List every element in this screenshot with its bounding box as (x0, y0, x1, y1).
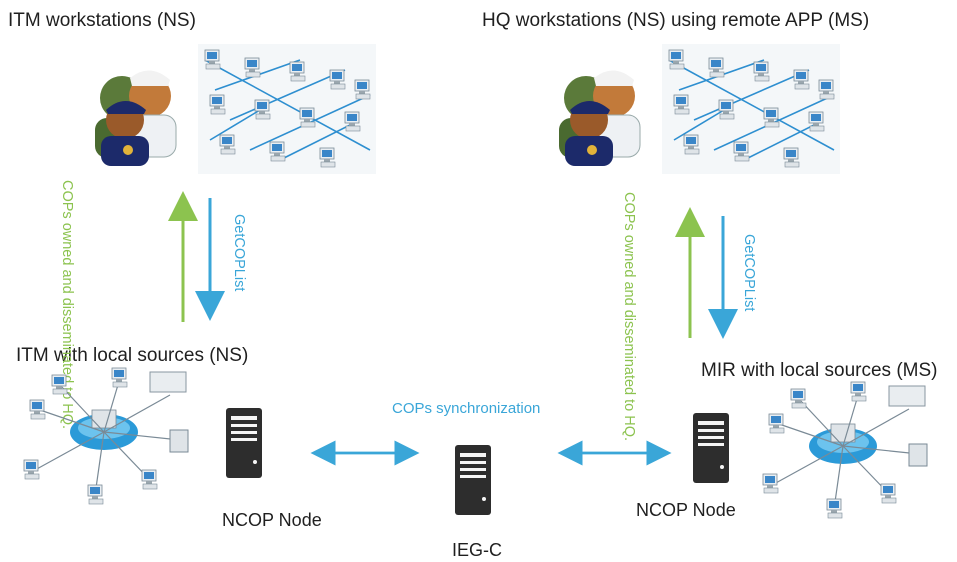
right-ncop-node-server-icon (693, 413, 729, 483)
left-getcoplist-label: GetCOPList (231, 214, 247, 292)
hq-workstation-network-icon (662, 44, 840, 174)
left-cops-line-1: COPs owned (59, 180, 75, 266)
iegc-server-icon (455, 445, 491, 515)
itm-workstation-network-icon (198, 44, 376, 174)
left-ncop-node-label: NCOP Node (222, 510, 322, 530)
left-cops-line-2: and (59, 269, 75, 294)
right-cops-line-1: COPs owned and (621, 192, 637, 306)
right-cops-owned-label: COPs owned and disseminated to HQ. (620, 192, 638, 441)
cops-synchronization-label: COPs synchronization (392, 400, 541, 417)
itm-personnel-icon (95, 70, 177, 166)
left-cops-line-4: to HQ. (59, 387, 75, 430)
right-cops-line-2: disseminated to HQ. (621, 309, 637, 442)
right-ncop-node-label: NCOP Node (636, 500, 736, 520)
left-ncop-node-server-icon (226, 408, 262, 478)
iegc-label: IEG-C (452, 540, 503, 560)
itm-local-sources-network-icon (23, 367, 189, 505)
itm-workstations-title: ITM workstations (NS) (8, 10, 196, 31)
right-getcoplist-label: GetCOPList (741, 234, 757, 312)
left-cops-line-3: disseminated (59, 297, 75, 384)
hq-personnel-icon (559, 70, 641, 166)
itm-local-sources-title: ITM with local sources (NS) (16, 345, 249, 366)
left-cops-owned-label: COPs owned and disseminated to HQ. (58, 180, 76, 429)
mir-local-sources-network-icon (762, 381, 928, 519)
mir-local-sources-title: MIR with local sources (MS) (701, 360, 938, 381)
hq-workstations-title: HQ workstations (NS) using remote APP (M… (482, 10, 870, 31)
